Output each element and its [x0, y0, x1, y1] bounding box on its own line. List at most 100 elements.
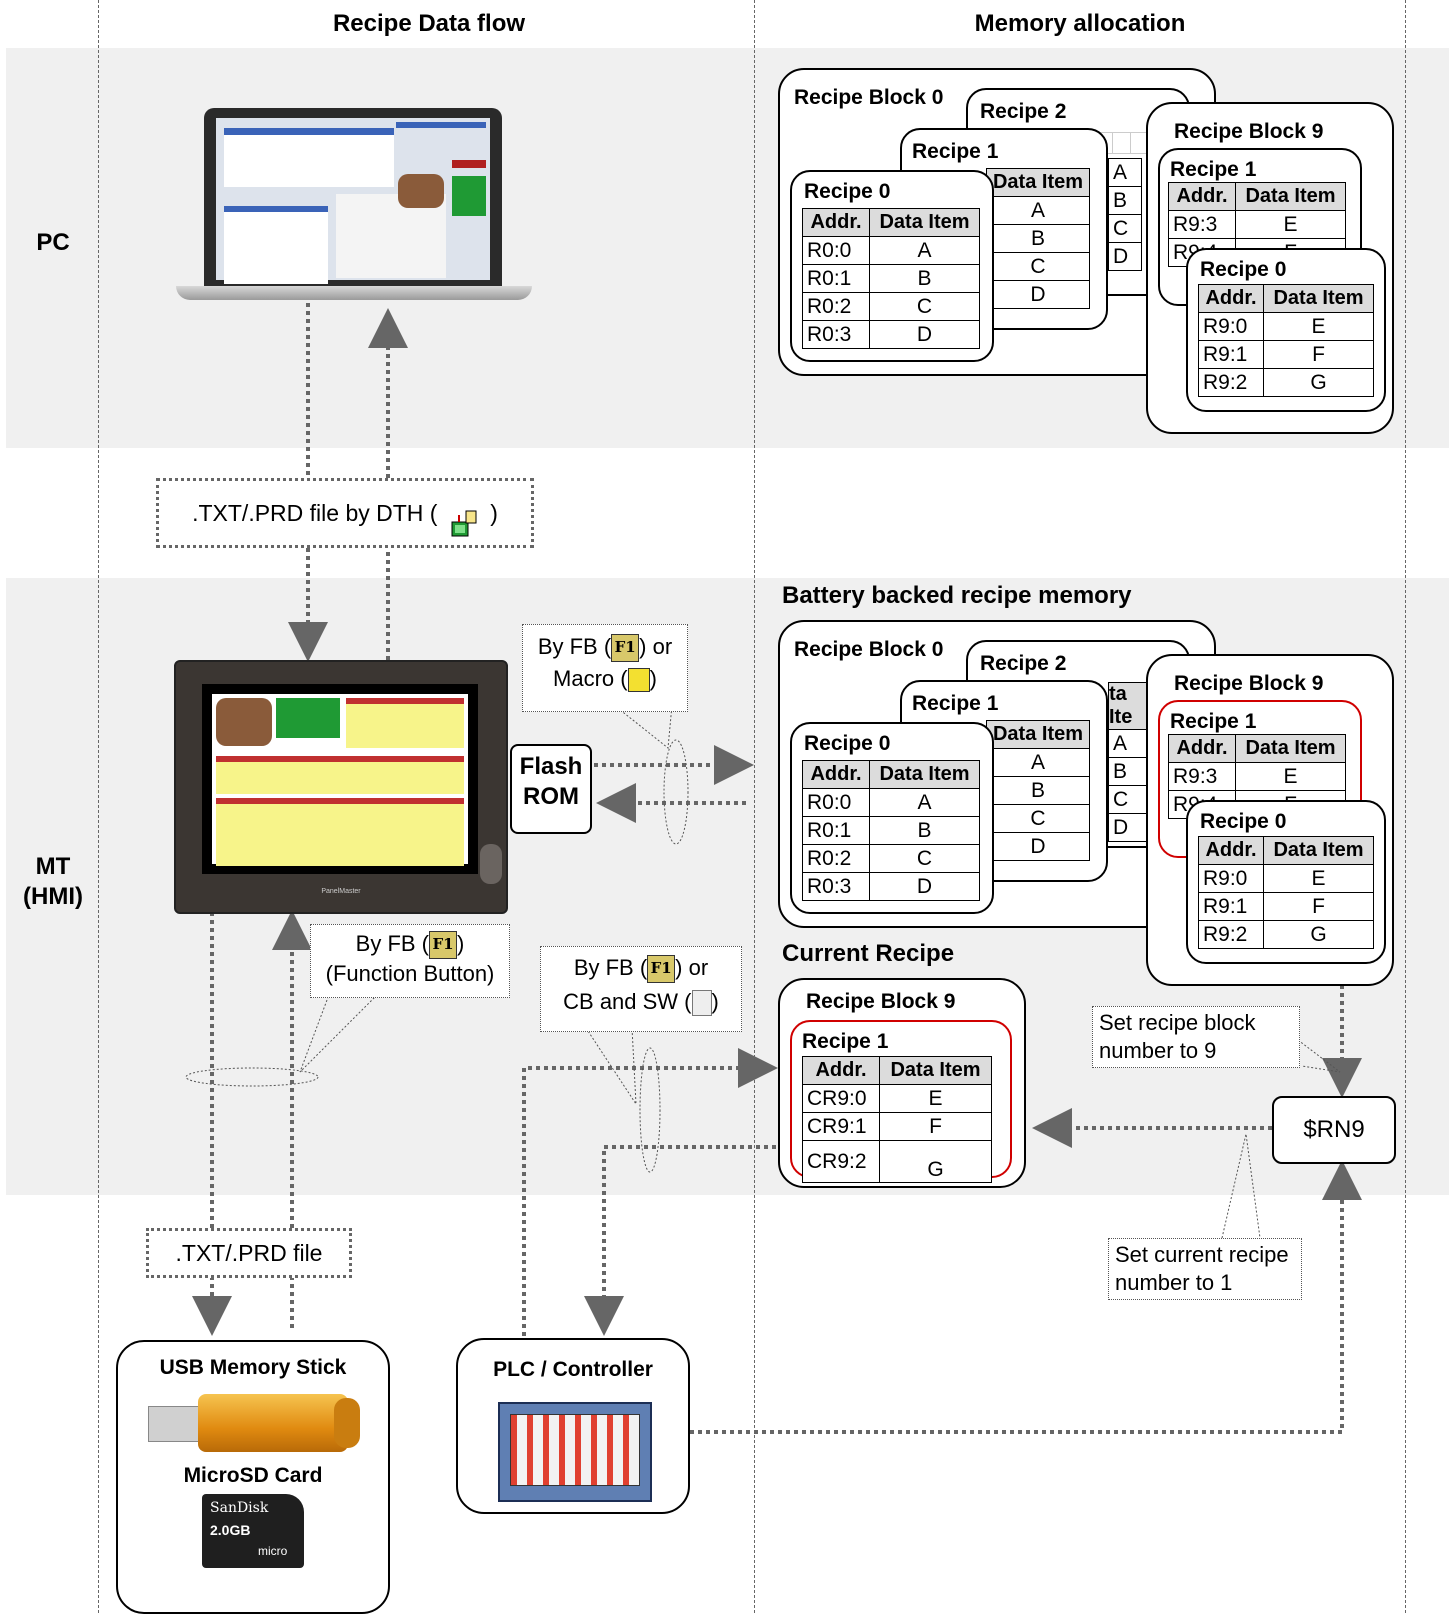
hmi-table-1 — [216, 756, 464, 794]
pc-b9r0-item: F — [1263, 340, 1374, 369]
bat-block9-title: Recipe Block 9 — [1174, 672, 1324, 695]
plc-to-current-arrow — [522, 1048, 778, 1336]
hmi-yellow-panel — [346, 698, 464, 748]
dth-file-box: .TXT/.PRD file by DTH ( ) — [156, 478, 534, 548]
pc-r0-item: B — [869, 264, 980, 293]
battery-memory-heading: Battery backed recipe memory — [782, 582, 1132, 609]
usb-label: USB Memory Stick — [159, 1356, 347, 1379]
callout-macro-text2: ) — [649, 666, 657, 691]
pc-b9r0-item: E — [1263, 312, 1374, 341]
macro-icon — [627, 668, 650, 693]
addr-header: Addr. — [1198, 836, 1264, 865]
addr-header: Addr. — [1198, 284, 1264, 313]
bat-recipe2-title: Recipe 2 — [980, 652, 1067, 675]
callout-fb-button-text3: (Function Button) — [325, 961, 495, 987]
bat-r0-addr: R0:2 — [802, 844, 870, 873]
screen-window-1 — [224, 128, 394, 187]
bat-r1-cell: A — [986, 748, 1090, 777]
pc-r1-cell: C — [986, 252, 1090, 281]
bat-b9r0-item: F — [1263, 892, 1374, 921]
item-header: Data Item — [879, 1056, 992, 1085]
microsd-label: MicroSD Card — [183, 1464, 323, 1487]
sd-size-label: 2.0GB — [210, 1522, 251, 1538]
pc-r0-item: A — [869, 236, 980, 265]
addr-header: Addr. — [802, 1056, 880, 1085]
pc-r2-cell: B — [1108, 186, 1142, 215]
plc-callout-pointer — [585, 1027, 637, 1106]
callout-cb-text1: CB and SW ( — [563, 989, 692, 1014]
bat-r1-cell: D — [986, 832, 1090, 861]
bat-r0-addr: R0:1 — [802, 816, 870, 845]
callout-set-block: Set recipe block number to 9 — [1092, 1006, 1300, 1068]
divider-left — [98, 0, 99, 1613]
pc-r1-cell: A — [986, 196, 1090, 225]
screen-window-3 — [336, 194, 446, 278]
rn9-register-box: $RN9 — [1272, 1096, 1396, 1164]
usb-storage-box: USB Memory Stick MicroSD Card SanDisk 2.… — [116, 1340, 390, 1614]
callout-fb-cb: By FB (F1) or CB and SW () — [540, 946, 742, 1032]
sd-brand-label: SanDisk — [210, 1500, 269, 1516]
cr-item: E — [879, 1084, 992, 1113]
row-label-mt-line1: MT — [35, 853, 71, 880]
flash-callout-ellipse — [663, 739, 689, 845]
current-to-plc-arrow — [584, 1145, 776, 1336]
pc-b9r1-addr: R9:3 — [1168, 210, 1236, 239]
dth-file-label-close: ) — [490, 500, 498, 526]
f1-icon: F1 — [647, 955, 676, 984]
laptop-base — [176, 286, 532, 300]
bat-b9-recipe1-title: Recipe 1 — [1170, 710, 1257, 733]
usb-callout-pointer — [299, 991, 381, 1073]
pc-b9r1-item: E — [1235, 210, 1346, 239]
bat-r0-addr: R0:0 — [802, 788, 870, 817]
divider-right — [1405, 0, 1406, 1613]
plc-rack-icon — [498, 1402, 652, 1502]
pc-recipe1-title: Recipe 1 — [912, 140, 999, 163]
plc-box: PLC / Controller — [456, 1338, 690, 1514]
pc-b9r0-addr: R9:1 — [1198, 340, 1264, 369]
callout-fb-macro: By FB (F1) or Macro () — [522, 624, 688, 712]
bat-b9r1-addr: R9:3 — [1168, 762, 1236, 791]
hmi-screen — [212, 694, 468, 866]
bat-b9r0-item: G — [1263, 920, 1374, 949]
item-header: Data Item — [869, 208, 980, 237]
bat-block0-title: Recipe Block 0 — [794, 638, 944, 661]
plc-label: PLC / Controller — [493, 1358, 653, 1381]
pc-b9-recipe0-title: Recipe 0 — [1200, 258, 1287, 281]
pc-r0-addr: R0:0 — [802, 236, 870, 265]
block-callout-pointer — [1297, 1039, 1341, 1073]
screen-window-2 — [224, 206, 328, 284]
screen-titlebar — [396, 122, 486, 128]
addr-header: Addr. — [802, 208, 870, 237]
callout-set-block-line1: Set recipe block — [1099, 1010, 1256, 1035]
row-label-mt-line2: (HMI) — [23, 883, 83, 910]
bat-r0-item: B — [869, 816, 980, 845]
callout-cb-text2: ) — [711, 989, 719, 1014]
callout-set-current-line2: number to 1 — [1115, 1270, 1233, 1295]
sd-micro-label: micro — [258, 1544, 288, 1558]
current-callout-pointer — [1221, 1133, 1261, 1239]
dth-file-label: .TXT/.PRD file by DTH ( — [192, 500, 438, 526]
callout-macro-text1: Macro ( — [553, 666, 628, 691]
row-label-pc: PC — [36, 229, 70, 256]
callout-fb-cb-text2: ) or — [675, 955, 709, 980]
callout-fb-macro-text1: By FB ( — [537, 634, 612, 659]
pc-recipe2-column: A B C D — [1108, 158, 1142, 271]
bat-r0-addr: R0:3 — [802, 872, 870, 901]
laptop-screen — [216, 118, 490, 284]
pc-b9r0-addr: R9:2 — [1198, 368, 1264, 397]
callout-set-current-line1: Set current recipe — [1115, 1242, 1289, 1267]
pc-recipe1-table: Data Item A B C D — [986, 168, 1090, 309]
hmi-table-2 — [216, 798, 464, 866]
bat-recipe1-table: Data Item A B C D — [986, 720, 1090, 861]
plc-modules — [510, 1414, 640, 1486]
addr-header: Addr. — [802, 760, 870, 789]
pc-r0-addr: R0:2 — [802, 292, 870, 321]
hmi-usb-port — [480, 844, 502, 884]
pc-r2-cell: C — [1108, 214, 1142, 243]
